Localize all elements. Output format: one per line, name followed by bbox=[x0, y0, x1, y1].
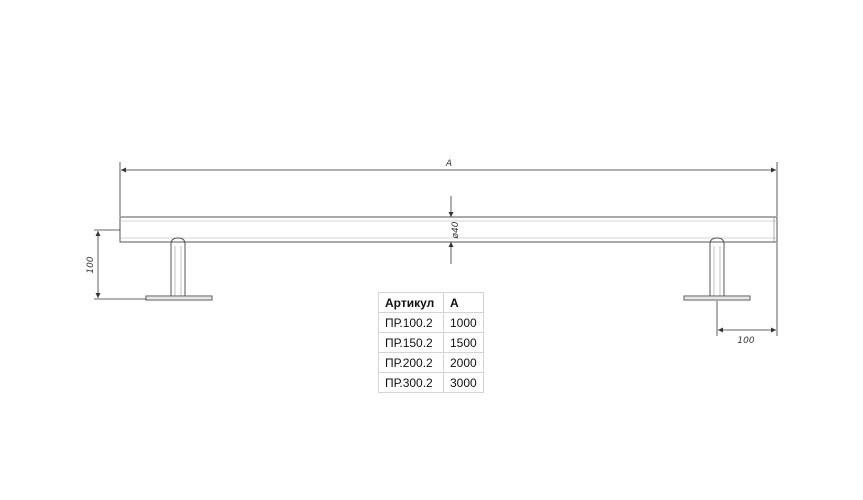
height-label: 100 bbox=[86, 256, 96, 273]
article-cell: ПР.100.2 bbox=[378, 312, 444, 333]
offset-label: 100 bbox=[737, 336, 754, 346]
table-row: ПР.300.2 3000 bbox=[378, 372, 484, 393]
length-label: A bbox=[445, 159, 452, 169]
left-base-plate bbox=[145, 295, 213, 301]
length-cell: 1500 bbox=[443, 332, 484, 353]
left-support-post bbox=[170, 237, 186, 296]
header-article: Артикул bbox=[378, 292, 444, 313]
right-support-post bbox=[709, 237, 725, 296]
table-row: ПР.200.2 2000 bbox=[378, 352, 484, 373]
table-header-row: Артикул A bbox=[378, 292, 484, 313]
length-cell: 2000 bbox=[443, 352, 484, 373]
length-cell: 1000 bbox=[443, 312, 484, 333]
handrail-tube bbox=[119, 216, 778, 243]
article-cell: ПР.200.2 bbox=[378, 352, 444, 373]
header-a: A bbox=[443, 292, 484, 313]
table-row: ПР.150.2 1500 bbox=[378, 332, 484, 353]
length-cell: 3000 bbox=[443, 372, 484, 393]
right-base-plate bbox=[683, 295, 751, 301]
article-cell: ПР.300.2 bbox=[378, 372, 444, 393]
table-row: ПР.100.2 1000 bbox=[378, 312, 484, 333]
diameter-label: ø40 bbox=[451, 221, 461, 239]
height-dimension bbox=[94, 229, 146, 300]
offset-dimension bbox=[716, 243, 778, 336]
length-dimension bbox=[119, 162, 778, 216]
spec-table: Артикул A ПР.100.2 1000 ПР.150.2 1500 ПР… bbox=[378, 292, 484, 393]
article-cell: ПР.150.2 bbox=[378, 332, 444, 353]
